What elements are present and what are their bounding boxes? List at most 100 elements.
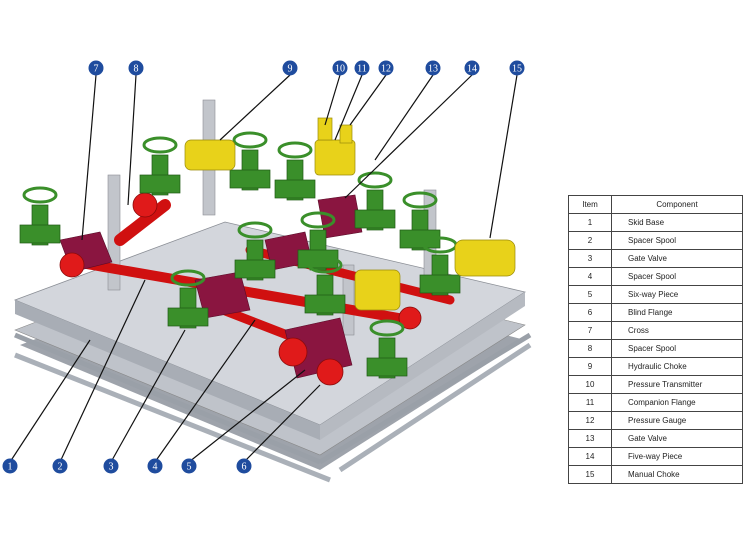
component-name: Hydraulic Choke: [611, 357, 743, 376]
callout-15: 15: [509, 60, 525, 76]
callout-label: 15: [512, 64, 522, 75]
callout-label: 1: [8, 462, 13, 473]
component-name: Pressure Gauge: [611, 411, 743, 430]
callout-1: 1: [2, 458, 18, 474]
chokes: [184, 117, 516, 311]
item-number: 1: [568, 213, 612, 232]
callout-circle: [464, 60, 480, 76]
component-name: Cross: [611, 321, 743, 340]
callouts-bottom: 1 2 3 4 5 6: [2, 458, 252, 474]
callout-label: 10: [335, 64, 345, 75]
callout-circle: [103, 458, 119, 474]
callout-circle: [88, 60, 104, 76]
callout-10: 10: [332, 60, 348, 76]
item-number: 15: [568, 465, 612, 484]
component-name: Spacer Spool: [611, 339, 743, 358]
item-number: 11: [568, 393, 612, 412]
blind-flanges: [59, 192, 422, 386]
callout-label: 9: [288, 64, 293, 75]
component-name: Manual Choke: [611, 465, 743, 484]
item-number: 6: [568, 303, 612, 322]
callout-5: 5: [181, 458, 197, 474]
callout-label: 6: [242, 462, 247, 473]
component-name: Blind Flange: [611, 303, 743, 322]
header-component: Component: [611, 195, 743, 214]
callout-6: 6: [236, 458, 252, 474]
component-name: Pressure Transmitter: [611, 375, 743, 394]
callout-label: 11: [357, 64, 367, 75]
callout-circle: [236, 458, 252, 474]
table-header-row: Item Component: [568, 195, 743, 214]
item-number: 5: [568, 285, 612, 304]
callout-circle: [52, 458, 68, 474]
item-number: 8: [568, 339, 612, 358]
header-item: Item: [568, 195, 612, 214]
callout-9: 9: [282, 60, 298, 76]
callout-circle: [425, 60, 441, 76]
callout-circle: [181, 458, 197, 474]
item-number: 2: [568, 231, 612, 250]
component-name: Five-way Piece: [611, 447, 743, 466]
callout-11: 11: [354, 60, 370, 76]
callout-circle: [354, 60, 370, 76]
callout-label: 8: [134, 64, 139, 75]
callout-circle: [128, 60, 144, 76]
item-number: 4: [568, 267, 612, 286]
callouts-top: 7 8 9 10 11 12 13 14 15: [88, 60, 525, 76]
callout-7: 7: [88, 60, 104, 76]
component-name: Skid Base: [611, 213, 743, 232]
callout-label: 5: [187, 462, 192, 473]
callout-circle: [378, 60, 394, 76]
callout-label: 4: [153, 462, 158, 473]
callout-4: 4: [147, 458, 163, 474]
callout-2: 2: [52, 458, 68, 474]
gate-valves: [19, 131, 461, 379]
item-number: 7: [568, 321, 612, 340]
callout-circle: [2, 458, 18, 474]
callout-13: 13: [425, 60, 441, 76]
callout-3: 3: [103, 458, 119, 474]
item-number: 12: [568, 411, 612, 430]
callout-label: 13: [428, 64, 438, 75]
callout-label: 3: [109, 462, 114, 473]
callout-circle: [509, 60, 525, 76]
component-name: Spacer Spool: [611, 267, 743, 286]
callout-label: 2: [58, 462, 63, 473]
item-number: 10: [568, 375, 612, 394]
callout-label: 7: [94, 64, 99, 75]
callout-label: 12: [381, 64, 391, 75]
component-name: Six-way Piece: [611, 285, 743, 304]
component-name: Gate Valve: [611, 249, 743, 268]
callout-8: 8: [128, 60, 144, 76]
item-number: 9: [568, 357, 612, 376]
callout-12: 12: [378, 60, 394, 76]
component-name: Companion Flange: [611, 393, 743, 412]
item-number: 3: [568, 249, 612, 268]
callout-label: 14: [467, 64, 477, 75]
component-name: Spacer Spool: [611, 231, 743, 250]
item-number: 14: [568, 447, 612, 466]
callout-circle: [147, 458, 163, 474]
callout-14: 14: [464, 60, 480, 76]
component-name: Gate Valve: [611, 429, 743, 448]
callout-circle: [282, 60, 298, 76]
item-number: 13: [568, 429, 612, 448]
leader-lines: [9, 74, 518, 463]
